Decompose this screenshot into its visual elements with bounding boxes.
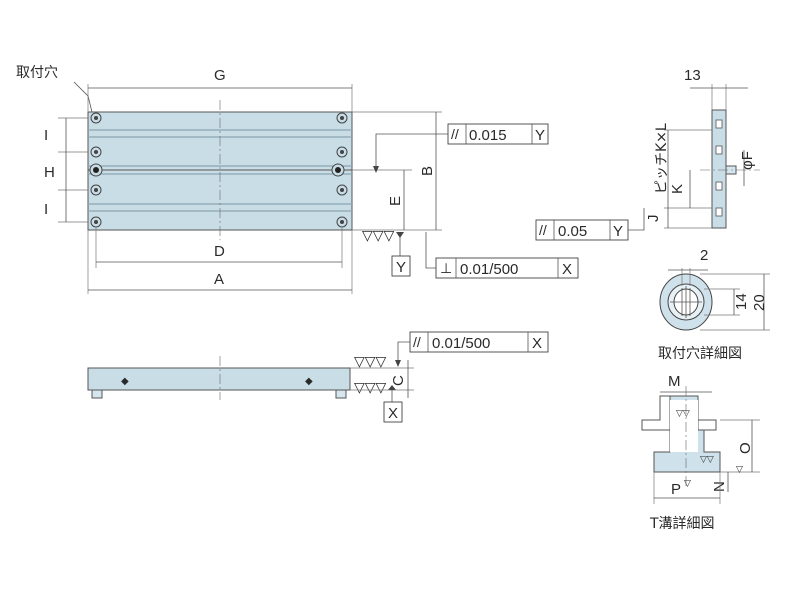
dim-I-bottom: I: [44, 201, 48, 218]
front-view: ◆ ◆ ▽▽▽ ▽▽▽ C // 0.01/500 X X: [87, 331, 549, 423]
mount-holes-right: [331, 112, 348, 228]
dim-A: A: [214, 271, 224, 288]
tslot-detail: M ▽▽ O ▽▽ ▽ N P ▽ T溝詳細図: [641, 373, 760, 532]
svg-text://: //: [451, 126, 459, 142]
svg-text:◆: ◆: [121, 376, 129, 387]
svg-text:0.01/500: 0.01/500: [460, 261, 518, 278]
svg-text:▽▽▽: ▽▽▽: [354, 379, 387, 395]
svg-text:0.05: 0.05: [558, 223, 587, 240]
svg-text:X: X: [562, 261, 572, 278]
svg-text:▽▽▽: ▽▽▽: [362, 227, 395, 243]
svg-text:▽▽▽: ▽▽▽: [354, 353, 387, 369]
svg-text:▽▽: ▽▽: [676, 408, 690, 418]
dim-hole-14: 14: [733, 293, 750, 310]
mount-hole-label: 取付穴: [16, 65, 58, 81]
dim-J: J: [645, 215, 662, 223]
svg-text://: //: [539, 222, 547, 238]
dim-13: 13: [684, 67, 701, 84]
plate-front-view: [87, 367, 351, 391]
dim-N: N: [711, 481, 728, 492]
svg-text:▽: ▽: [684, 478, 691, 488]
dim-E: E: [387, 196, 404, 206]
svg-text:X: X: [532, 335, 542, 352]
pitch-label: ピッチK×L: [654, 123, 670, 194]
dim-K: K: [669, 184, 686, 194]
dim-C: C: [390, 375, 407, 386]
tolerance-parallel-front: // 0.01/500 X: [395, 331, 549, 367]
mount-hole-detail: 2 14 20 取付穴詳細図: [658, 247, 770, 362]
dim-M: M: [668, 373, 681, 390]
svg-text:0.01/500: 0.01/500: [432, 335, 490, 352]
dim-G: G: [214, 67, 226, 84]
datum-Y: [391, 255, 411, 277]
svg-text:⊥: ⊥: [440, 260, 452, 276]
dim-B: B: [419, 166, 436, 176]
mount-holes-left: [89, 112, 103, 228]
dim-H: H: [44, 164, 55, 181]
tolerance-parallel-top: // 0.015 Y: [373, 123, 549, 173]
svg-text:Y: Y: [396, 259, 406, 276]
svg-text:◆: ◆: [305, 376, 313, 387]
svg-text:0.015: 0.015: [469, 127, 507, 144]
hole-detail-caption: 取付穴詳細図: [658, 346, 742, 362]
datum-X: [383, 401, 403, 423]
dim-phiF: φF: [739, 151, 756, 170]
tslot-detail-caption: T溝詳細図: [649, 516, 715, 532]
svg-text:▽▽: ▽▽: [700, 454, 714, 464]
dim-P: P: [671, 481, 681, 498]
tolerance-perpendicular: ⊥ 0.01/500 X: [425, 232, 579, 279]
side-view: 13 ピッチK×L K J φF // 0.05 Y: [535, 67, 760, 241]
dim-I-top: I: [44, 127, 48, 144]
svg-text:X: X: [388, 405, 398, 422]
top-view: 取付穴 G I H I D A B E: [16, 65, 579, 294]
svg-text:▽: ▽: [736, 464, 743, 474]
dim-hole-2: 2: [700, 247, 708, 264]
dim-D: D: [214, 243, 225, 260]
dim-hole-20: 20: [751, 294, 768, 311]
svg-text:Y: Y: [613, 223, 623, 240]
svg-text://: //: [413, 334, 421, 350]
dim-O: O: [737, 442, 754, 454]
tolerance-parallel-side: // 0.05 Y: [535, 208, 645, 241]
svg-text:Y: Y: [535, 127, 545, 144]
